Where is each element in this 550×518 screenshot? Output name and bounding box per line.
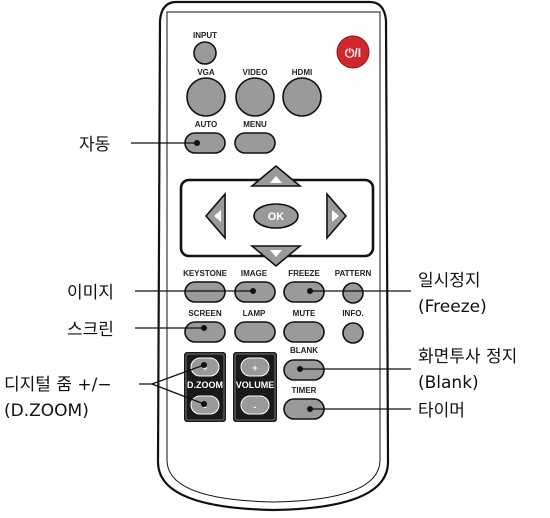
arrow-up-icon: [270, 176, 282, 183]
callout-freeze-text-2: (Freeze): [418, 297, 487, 317]
arrow-right-icon: [332, 210, 339, 222]
screen-label: SCREEN: [188, 309, 222, 318]
minus-icon: -: [254, 402, 257, 412]
arrow-left-icon: [214, 210, 221, 222]
input-button[interactable]: [193, 41, 217, 65]
blank-button[interactable]: [283, 359, 325, 381]
dpad-up-button[interactable]: [249, 164, 303, 187]
power-label: ⏻/I: [345, 46, 361, 60]
callout-auto: 자동: [79, 135, 200, 155]
blank-label: BLANK: [290, 346, 318, 355]
callout-timer-text: 타이머: [418, 401, 465, 421]
callout-blank: 화면투사 정지 (Blank): [297, 347, 517, 393]
plus-icon: +: [202, 363, 207, 373]
image-label: IMAGE: [241, 269, 268, 278]
callout-image-text: 이미지: [67, 283, 114, 303]
hdmi-label: HDMI: [292, 68, 312, 77]
callout-freeze: 일시정지 (Freeze): [307, 271, 487, 317]
callout-timer: 타이머: [307, 401, 465, 421]
power-button[interactable]: ⏻/I: [336, 35, 370, 69]
arrow-down-icon: [270, 250, 282, 257]
volume-plus-button[interactable]: +: [240, 357, 270, 377]
volume-label: VOLUME: [236, 380, 275, 390]
callout-dzoom-text-1: 디지털 줌 +/−: [4, 375, 112, 395]
input-label: INPUT: [193, 31, 217, 40]
callout-blank-text-2: (Blank): [418, 373, 479, 393]
callout-dzoom-text-2: (D.ZOOM): [4, 401, 89, 421]
dpad-right-button[interactable]: [326, 191, 348, 241]
callout-screen: 스크린: [67, 320, 207, 340]
video-label: VIDEO: [243, 68, 268, 77]
info-label: INFO.: [342, 309, 363, 318]
freeze-label: FREEZE: [288, 269, 320, 278]
dzoom-label: D.ZOOM: [187, 380, 223, 390]
callout-blank-text-1: 화면투사 정지: [418, 347, 517, 367]
mute-button[interactable]: [283, 321, 325, 343]
lamp-button[interactable]: [234, 321, 276, 343]
info-button[interactable]: [342, 322, 364, 344]
callout-auto-text: 자동: [79, 135, 110, 155]
dpad-left-button[interactable]: [204, 191, 226, 241]
lamp-label: LAMP: [243, 309, 266, 318]
mute-label: MUTE: [293, 309, 316, 318]
callout-dzoom: 디지털 줌 +/− (D.ZOOM): [4, 362, 207, 421]
vga-label: VGA: [197, 68, 215, 77]
pattern-label: PATTERN: [335, 269, 372, 278]
pattern-button[interactable]: [342, 282, 364, 304]
ok-label: OK: [268, 211, 285, 223]
callout-freeze-text-1: 일시정지: [418, 271, 481, 291]
ok-button[interactable]: OK: [253, 203, 299, 229]
plus-icon: +: [252, 363, 257, 373]
video-button[interactable]: [235, 77, 275, 117]
keystone-button[interactable]: [184, 281, 226, 303]
minus-icon: -: [204, 402, 207, 412]
vga-button[interactable]: [186, 77, 226, 117]
callout-image: 이미지: [67, 283, 256, 303]
keystone-label: KEYSTONE: [183, 269, 228, 278]
hdmi-button[interactable]: [282, 77, 322, 117]
auto-label: AUTO: [195, 120, 218, 129]
freeze-button[interactable]: [283, 281, 325, 303]
timer-label: TIMER: [292, 386, 317, 395]
callout-screen-text: 스크린: [67, 320, 114, 340]
dpad-down-button[interactable]: [249, 245, 303, 268]
menu-label: MENU: [243, 120, 267, 129]
screen-button[interactable]: [184, 321, 226, 343]
menu-button[interactable]: [234, 132, 276, 154]
volume-minus-button[interactable]: -: [240, 395, 270, 415]
